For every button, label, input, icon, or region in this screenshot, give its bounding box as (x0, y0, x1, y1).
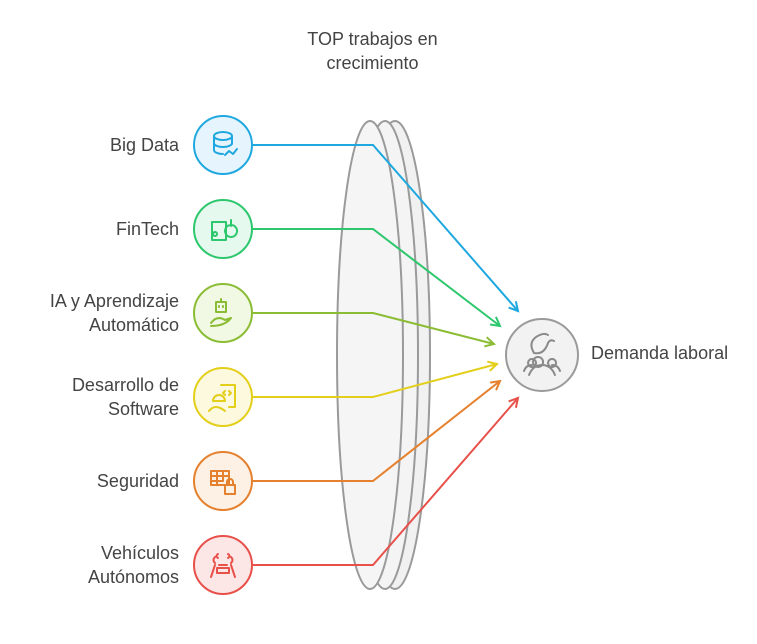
icon-circle (193, 115, 253, 175)
item-0 (193, 115, 520, 313)
target-label: Demanda laboral (591, 343, 729, 363)
label-big-data: Big Data (109, 135, 179, 155)
connector-arrow (252, 228, 501, 327)
arrowhead (489, 379, 502, 391)
item-5 (193, 396, 520, 595)
label-vehiculos: Vehículos Autónomos (87, 543, 179, 587)
label-ia: IA y Aprendizaje Automático (49, 291, 179, 335)
icon-circle (193, 199, 253, 259)
connector-arrow (252, 144, 519, 312)
connector-arrow (252, 363, 498, 398)
connector-arrow (252, 380, 501, 482)
item-3 (193, 360, 500, 427)
arrowhead (508, 396, 520, 408)
demand-people-icon (523, 332, 561, 376)
item-4 (193, 379, 502, 511)
table-lock-icon (210, 470, 236, 495)
diagram-title: TOP trabajos en crecimiento (307, 29, 438, 73)
database-network-icon (213, 131, 238, 156)
label-seguridad: Seguridad (96, 471, 179, 491)
arrowhead (487, 360, 500, 372)
connector-arrow (252, 397, 519, 566)
item-1 (193, 199, 502, 328)
lens-front (336, 120, 404, 590)
developer-code-icon (208, 384, 236, 412)
autonomous-car-icon (210, 553, 236, 578)
target-circle (505, 318, 579, 392)
label-software: Desarrollo de Software (71, 375, 179, 419)
target-node (505, 318, 579, 392)
wallet-coin-icon (211, 219, 239, 241)
arrowhead (484, 336, 497, 348)
robot-hand-icon (210, 298, 232, 327)
arrowhead (489, 316, 502, 328)
connector-arrow (252, 312, 495, 345)
label-fintech: FinTech (115, 219, 179, 239)
arrowhead (508, 301, 520, 313)
item-2 (193, 283, 497, 348)
